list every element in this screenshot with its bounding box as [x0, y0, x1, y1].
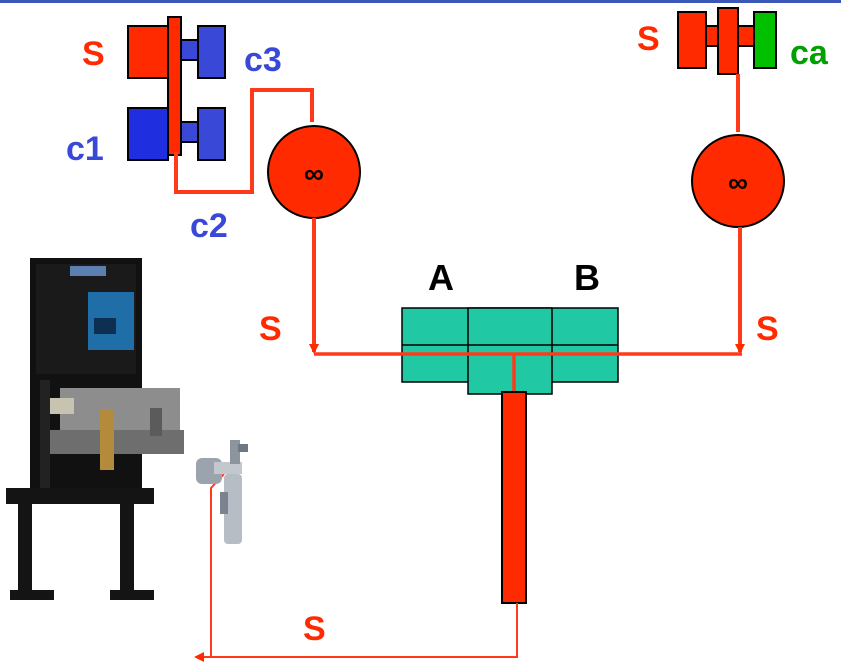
label-c2: c2 [190, 207, 228, 245]
label-s-bottom: S [303, 610, 326, 648]
label-ca: ca [790, 34, 829, 72]
spray-gun-image [196, 440, 248, 544]
static-mixer-tube [501, 391, 527, 604]
label-c1: c1 [66, 130, 104, 168]
label-b: B [574, 257, 600, 298]
gun-feed-line [194, 603, 518, 662]
right-pump-symbol: ∞ [728, 167, 748, 198]
top-border [0, 0, 841, 3]
dispensing-machine-image [6, 258, 184, 600]
label-s-mid-left: S [259, 310, 282, 348]
label-s-top-left: S [82, 35, 105, 73]
label-s-top-right: S [637, 20, 660, 58]
left-supply-line [174, 88, 314, 194]
left-valve-stack [127, 16, 226, 161]
right-valve-stack [677, 7, 777, 75]
label-c3: c3 [244, 41, 282, 79]
label-a: A [428, 257, 454, 298]
mixing-manifold [401, 307, 619, 395]
label-s-mid-right: S [756, 310, 779, 348]
left-pump-symbol: ∞ [304, 158, 324, 189]
